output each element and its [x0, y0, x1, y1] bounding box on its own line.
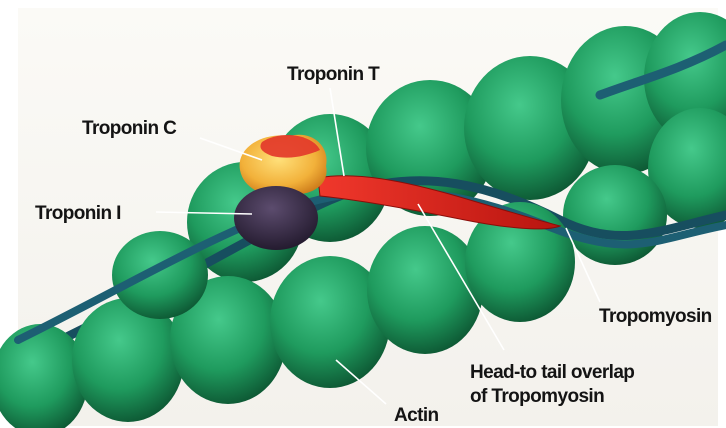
label-overlap-line1: Head-to tail overlap — [470, 362, 634, 383]
label-overlap-line2: of Tropomyosin — [470, 386, 604, 407]
troponin-i-shape — [234, 186, 318, 250]
actin-bead — [367, 226, 483, 354]
actin-bead — [563, 165, 667, 265]
label-troponin-t: Troponin T — [287, 64, 380, 85]
label-troponin-c: Troponin C — [82, 118, 177, 139]
label-troponin-i: Troponin I — [35, 203, 121, 224]
label-tropomyosin: Tropomyosin — [599, 306, 712, 327]
actin-bead — [112, 231, 208, 319]
label-actin: Actin — [394, 405, 439, 426]
